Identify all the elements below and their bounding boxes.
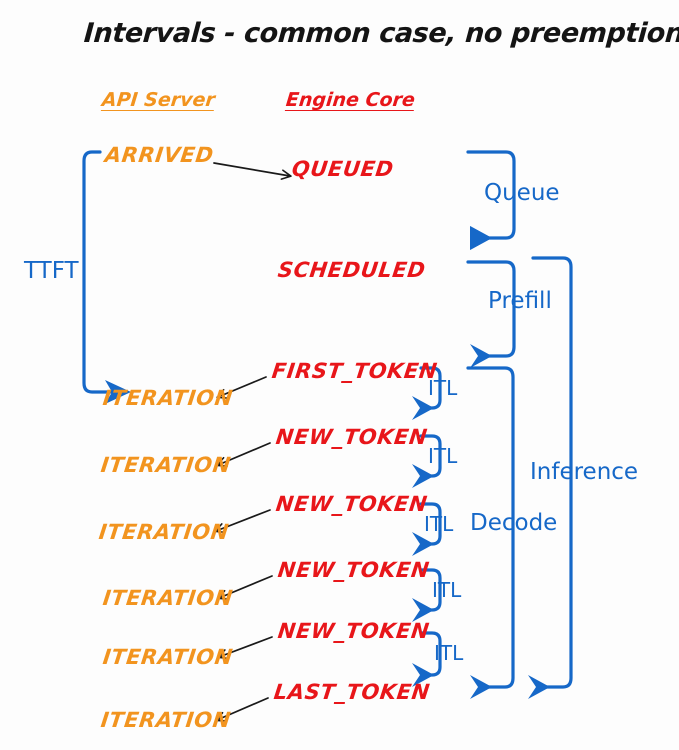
state-new-token-2: NEW_TOKEN (274, 492, 429, 516)
state-iteration-4: ITERATION (101, 586, 235, 610)
state-new-token-3: NEW_TOKEN (276, 558, 431, 582)
state-new-token-4: NEW_TOKEN (276, 619, 431, 643)
metric-label-itl-1: ITL (428, 376, 458, 400)
metric-label-queue: Queue (484, 180, 560, 206)
state-last-token: LAST_TOKEN (272, 680, 432, 704)
metric-label-itl-4: ITL (432, 578, 462, 602)
page-title: Intervals - common case, no preemptions (82, 18, 679, 49)
metric-label-decode: Decode (470, 510, 558, 536)
state-first-token: FIRST_TOKEN (270, 359, 439, 383)
metric-label-inference: Inference (530, 459, 639, 485)
state-new-token-1: NEW_TOKEN (274, 425, 429, 449)
metric-label-itl-5: ITL (434, 641, 464, 665)
metric-label-itl-3: ITL (424, 512, 454, 536)
state-scheduled: SCHEDULED (276, 258, 427, 282)
state-iteration-2: ITERATION (99, 453, 233, 477)
metric-label-ttft: TTFT (24, 258, 79, 284)
state-iteration-1: ITERATION (101, 386, 235, 410)
state-iteration-3: ITERATION (97, 520, 231, 544)
state-iteration-6: ITERATION (99, 708, 233, 732)
metric-label-prefill: Prefill (488, 288, 552, 314)
state-iteration-5: ITERATION (101, 645, 235, 669)
metric-label-itl-2: ITL (428, 444, 458, 468)
state-queued: QUEUED (290, 157, 396, 181)
column-header-engine-core: Engine Core (284, 89, 417, 111)
column-header-api-server: API Server (100, 89, 217, 111)
state-arrived: ARRIVED (103, 143, 216, 167)
